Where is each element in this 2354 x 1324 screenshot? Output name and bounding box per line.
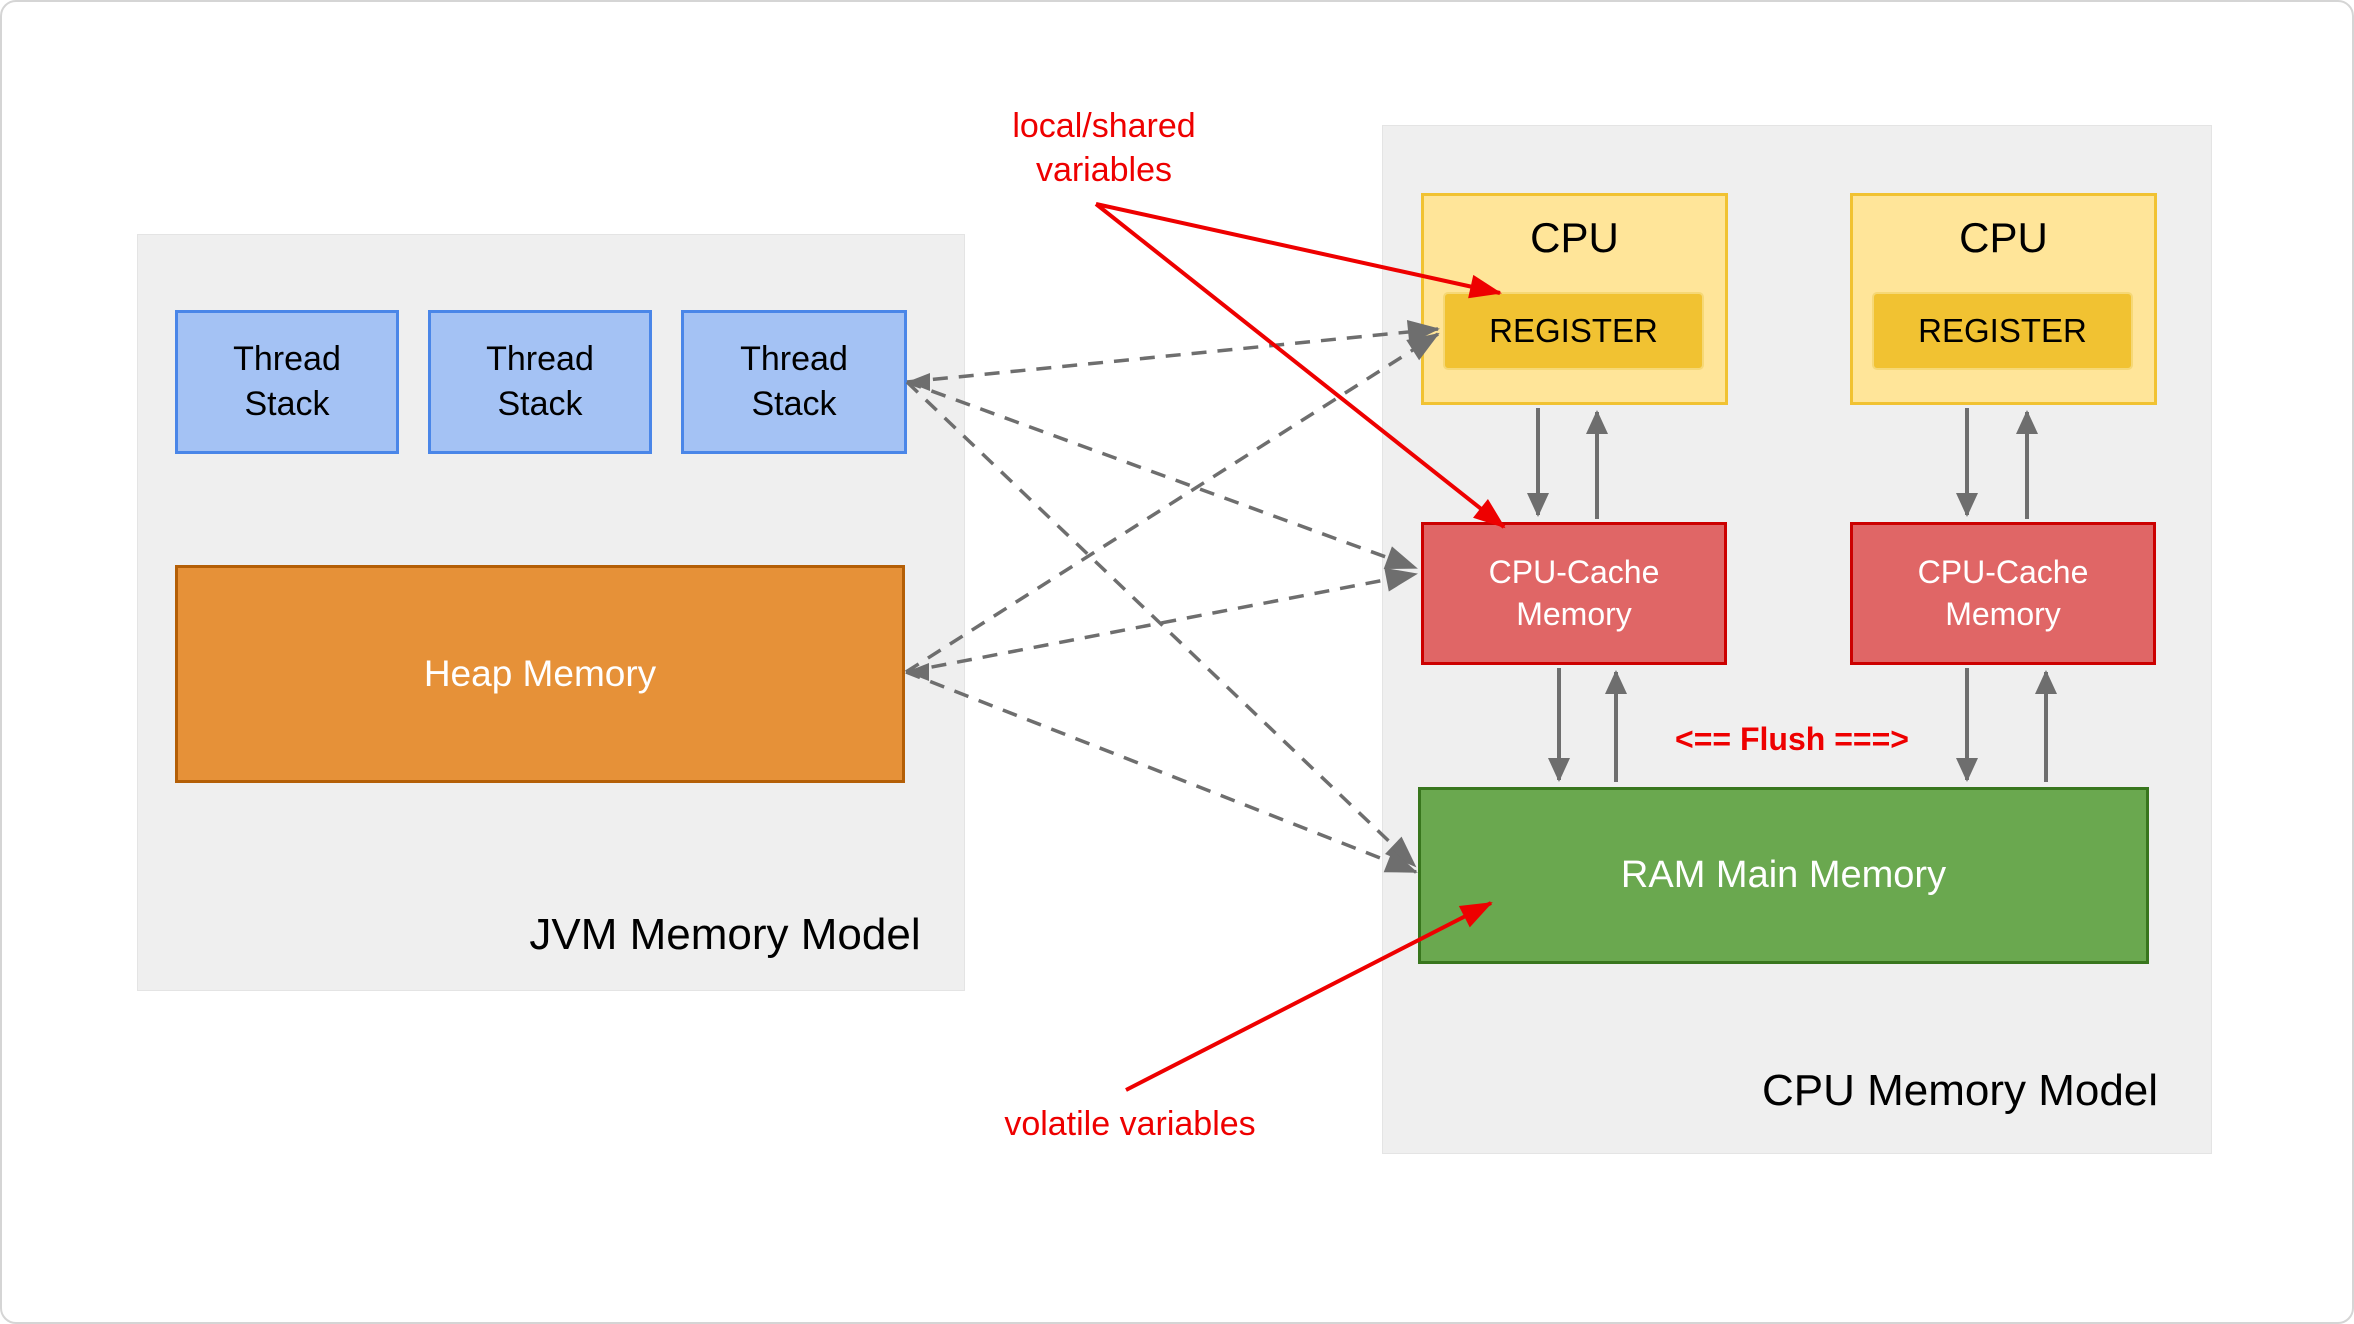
ram-main-memory-label: RAM Main Memory	[1620, 854, 1947, 896]
cpu-cache-box-2: CPU-Cache Memory	[1850, 522, 2156, 665]
cpu-box-2: CPU REGISTER	[1850, 193, 2157, 405]
dashed-arrow-heap-cache	[905, 567, 1418, 674]
thread-stack-box-2: Thread Stack	[428, 310, 652, 454]
flush-label: <== Flush ===>	[1675, 721, 1909, 757]
cpu-label-1: CPU	[1530, 214, 1619, 261]
cpu-label-2: CPU	[1959, 214, 2048, 261]
dashed-arrow-heap-register	[905, 332, 1440, 674]
volatile-variables-label: volatile variables	[1004, 1105, 1256, 1143]
dashed-arrow-heap-ram	[905, 670, 1418, 874]
cpu-cache-label-2: CPU-Cache Memory	[1917, 553, 2089, 632]
dashed-arrow-ts3-cache	[906, 380, 1418, 570]
heap-memory-label: Heap Memory	[423, 653, 657, 694]
register-box-2: REGISTER	[1872, 292, 2133, 370]
thread-stack-box-1: Thread Stack	[175, 310, 399, 454]
cpu-cache-box-1: CPU-Cache Memory	[1421, 522, 1727, 665]
thread-stack-label-2: Thread Stack	[486, 340, 594, 423]
dashed-arrow-ts3-register	[906, 320, 1440, 384]
thread-stack-label-1: Thread Stack	[233, 340, 341, 423]
cpu-panel-title: CPU Memory Model	[1761, 1066, 2159, 1115]
ram-main-memory-box: RAM Main Memory	[1418, 787, 2149, 964]
jvm-panel-title: JVM Memory Model	[529, 910, 921, 959]
local-shared-variables-label: local/shared variables	[1012, 107, 1196, 190]
heap-memory-box: Heap Memory	[175, 565, 905, 783]
cpu-cache-label-1: CPU-Cache Memory	[1488, 553, 1660, 632]
dashed-arrow-ts3-ram	[905, 380, 1417, 868]
cpu-box-1: CPU REGISTER	[1421, 193, 1728, 405]
thread-stack-label-3: Thread Stack	[740, 340, 848, 423]
register-box-1: REGISTER	[1443, 292, 1704, 370]
thread-stack-box-3: Thread Stack	[681, 310, 907, 454]
